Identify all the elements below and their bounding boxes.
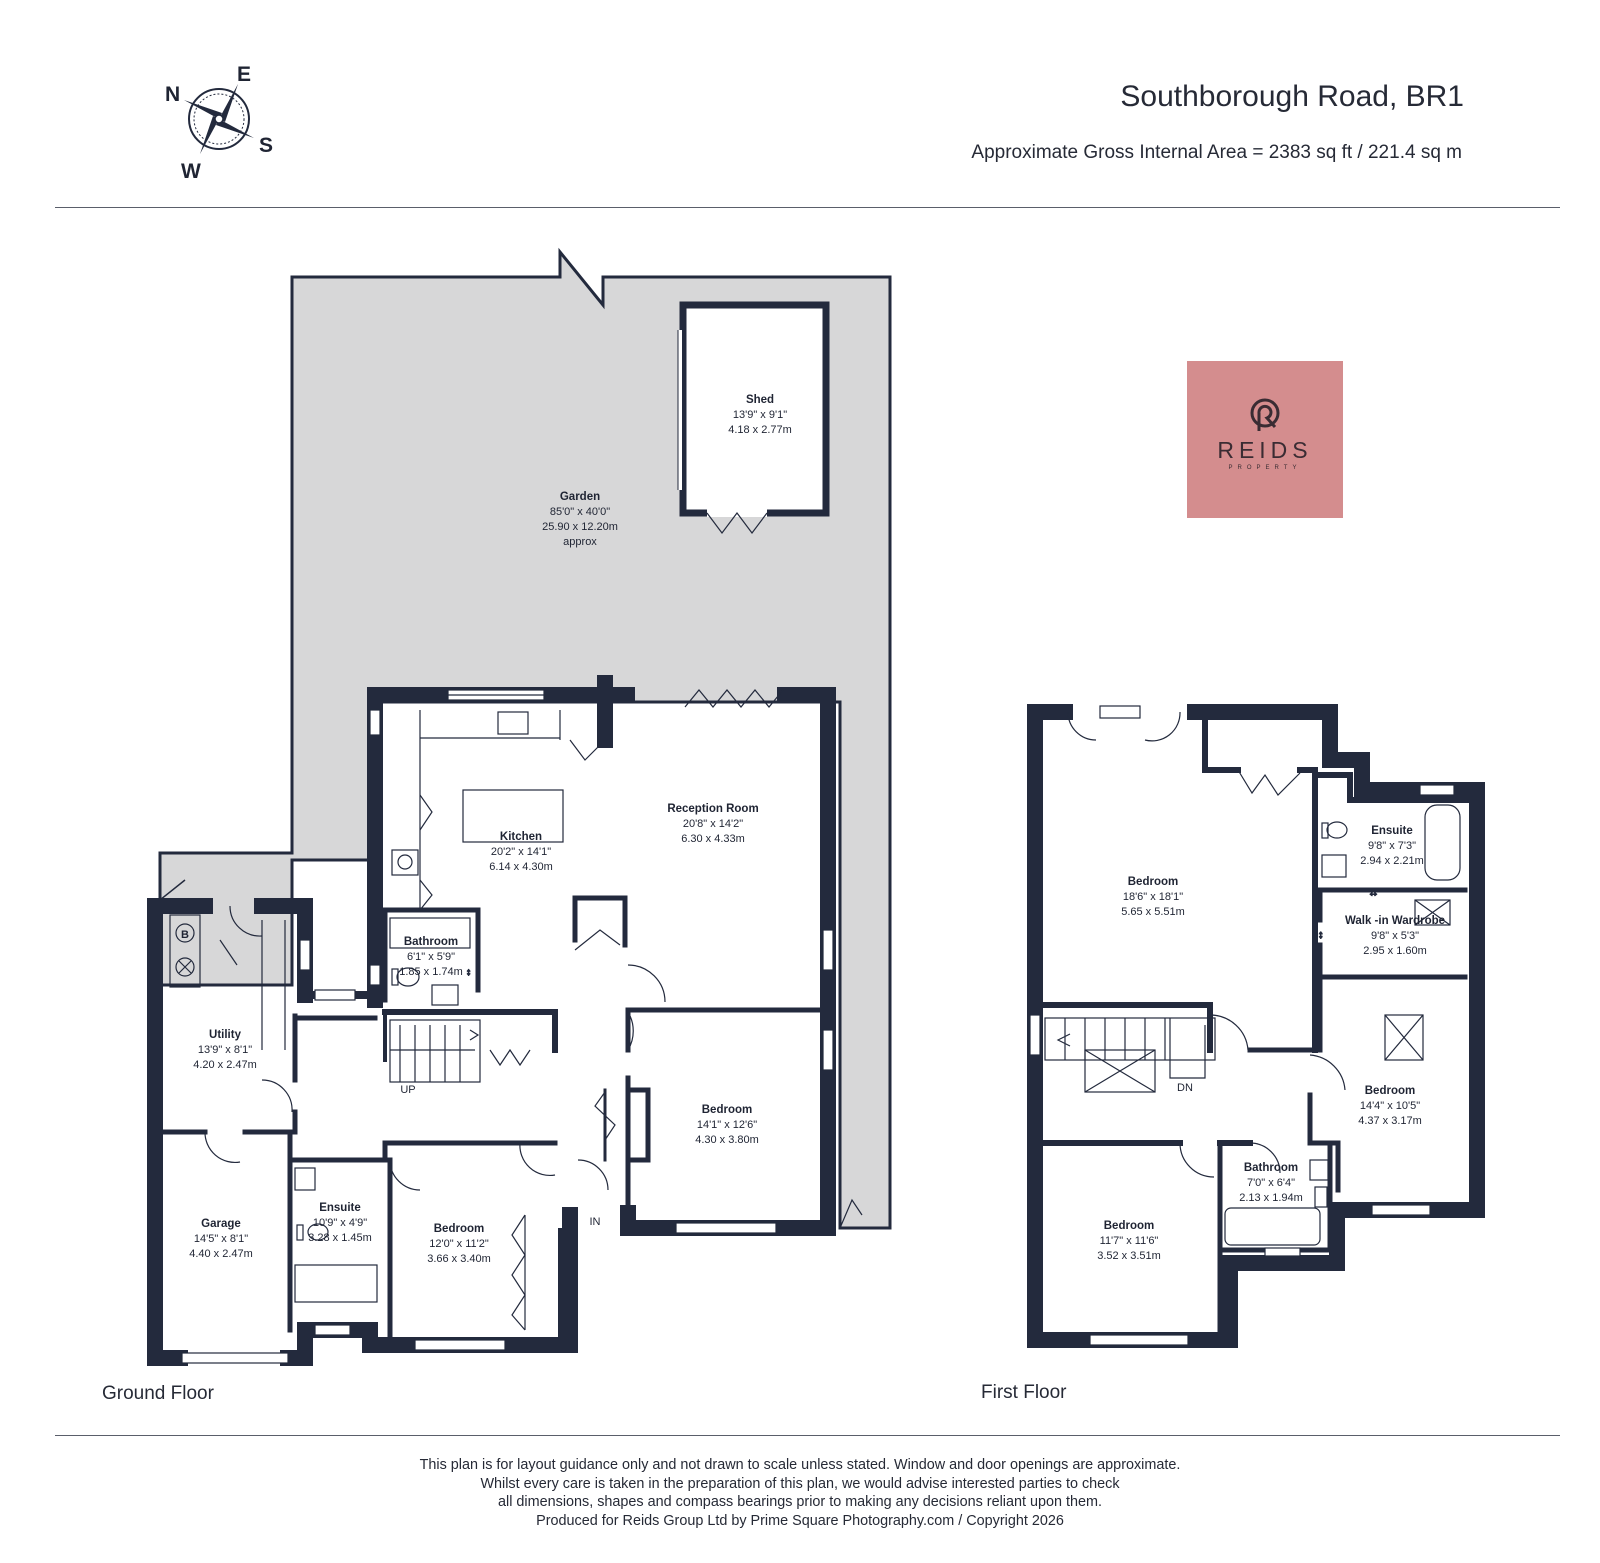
ensuite-first-metric: 2.94 x 2.21m bbox=[1360, 855, 1424, 867]
bedroom-rear-metric: 3.66 x 3.40m bbox=[427, 1253, 491, 1265]
bathroom-first-name: Bathroom bbox=[1244, 1162, 1298, 1174]
reception-imperial: 20'8" x 14'2" bbox=[683, 818, 743, 830]
first-room-labels: Bedroom 18'6" x 18'1" 5.65 x 5.51m Ensui… bbox=[1097, 825, 1445, 1262]
shed-imperial: 13'9" x 9'1" bbox=[733, 409, 787, 421]
kitchen-metric: 6.14 x 4.30m bbox=[489, 861, 553, 873]
bedroom-right-metric: 4.37 x 3.17m bbox=[1358, 1115, 1422, 1127]
ensuite-first-name: Ensuite bbox=[1371, 825, 1413, 837]
ensuite-ground-metric: 3.28 x 1.45m bbox=[308, 1232, 372, 1244]
garden-note: approx bbox=[563, 536, 597, 548]
svg-text:↕: ↕ bbox=[466, 967, 471, 978]
shed-metric: 4.18 x 2.77m bbox=[728, 424, 792, 436]
footer-divider bbox=[55, 1435, 1560, 1436]
property-title: Southborough Road, BR1 bbox=[1120, 80, 1464, 113]
ensuite-first-imperial: 9'8" x 7'3" bbox=[1368, 840, 1416, 852]
header-divider bbox=[55, 207, 1560, 208]
compass-west: W bbox=[181, 160, 201, 183]
compass-east: E bbox=[237, 63, 251, 86]
garden-name: Garden bbox=[560, 491, 600, 503]
ground-floor-label: Ground Floor bbox=[102, 1383, 214, 1404]
svg-text:↕: ↕ bbox=[1318, 929, 1324, 941]
bedroom-rear-name: Bedroom bbox=[434, 1223, 484, 1235]
bathroom-first-metric: 2.13 x 1.94m bbox=[1239, 1192, 1303, 1204]
bathroom-imperial: 6'1" x 5'9" bbox=[407, 951, 455, 963]
bathroom-first-imperial: 7'0" x 6'4" bbox=[1247, 1177, 1295, 1189]
reception-metric: 6.30 x 4.33m bbox=[681, 833, 745, 845]
first-floor-openings: ↔ ↕ bbox=[1029, 705, 1461, 1346]
garage-name: Garage bbox=[201, 1218, 241, 1230]
first-floor-label: First Floor bbox=[981, 1382, 1067, 1403]
svg-text:↔: ↔ bbox=[1368, 887, 1379, 899]
disclaimer-line: This plan is for layout guidance only an… bbox=[419, 1457, 1181, 1473]
ground-floor-walls bbox=[147, 675, 836, 1366]
gross-area: Approximate Gross Internal Area = 2383 s… bbox=[971, 142, 1462, 163]
bedroom-lower-name: Bedroom bbox=[1104, 1220, 1154, 1232]
garden-metric: 25.90 x 12.20m bbox=[542, 521, 618, 533]
compass-icon: N E S W bbox=[165, 63, 273, 183]
reception-name: Reception Room bbox=[667, 803, 758, 815]
wardrobe-imperial: 9'8" x 5'3" bbox=[1371, 930, 1419, 942]
bedroom-lower-imperial: 11'7" x 11'6" bbox=[1100, 1235, 1159, 1247]
kitchen-imperial: 20'2" x 14'1" bbox=[491, 846, 551, 858]
bedroom-lower-metric: 3.52 x 3.51m bbox=[1097, 1250, 1161, 1262]
utility-name: Utility bbox=[209, 1029, 242, 1041]
garden-imperial: 85'0" x 40'0" bbox=[550, 506, 610, 518]
bedroom-right-name: Bedroom bbox=[1365, 1085, 1415, 1097]
ground-floor-openings: ↕ bbox=[169, 689, 863, 1364]
bathroom-metric: 1.85 x 1.74m bbox=[399, 966, 463, 978]
bedroom-main-name: Bedroom bbox=[1128, 876, 1178, 888]
boiler-label: B bbox=[181, 929, 189, 941]
wardrobe-name: Walk -in Wardrobe bbox=[1345, 915, 1445, 927]
bedroom-front-metric: 4.30 x 3.80m bbox=[695, 1134, 759, 1146]
disclaimer-line: Whilst every care is taken in the prepar… bbox=[480, 1475, 1120, 1492]
first-floor-walls bbox=[1027, 704, 1485, 1348]
ground-room-labels: Garden 85'0" x 40'0" 25.90 x 12.20m appr… bbox=[181, 394, 792, 1265]
shed-outline bbox=[677, 301, 830, 534]
compass-north: N bbox=[165, 83, 180, 106]
garage-metric: 4.40 x 2.47m bbox=[189, 1248, 253, 1260]
ensuite-ground-imperial: 10'9" x 4'9" bbox=[313, 1217, 367, 1229]
shed-name: Shed bbox=[746, 394, 774, 406]
bedroom-rear-imperial: 12'0" x 11'2" bbox=[429, 1238, 489, 1250]
bathroom-name: Bathroom bbox=[404, 936, 458, 948]
bedroom-main-imperial: 18'6" x 18'1" bbox=[1123, 891, 1183, 903]
kitchen-name: Kitchen bbox=[500, 831, 542, 843]
compass-south: S bbox=[259, 134, 273, 157]
stairs-down-label: DN bbox=[1177, 1082, 1193, 1094]
bedroom-front-imperial: 14'1" x 12'6" bbox=[697, 1119, 757, 1131]
bedroom-front-name: Bedroom bbox=[702, 1104, 752, 1116]
reids-logo-mark-icon bbox=[1250, 398, 1280, 431]
entrance-label: IN bbox=[590, 1216, 601, 1228]
disclaimer: This plan is for layout guidance only an… bbox=[0, 1456, 1600, 1530]
reids-logo: REIDS PROPERTY bbox=[1187, 361, 1343, 518]
disclaimer-line: Produced for Reids Group Ltd by Prime Sq… bbox=[536, 1512, 1064, 1529]
ensuite-ground-name: Ensuite bbox=[319, 1202, 361, 1214]
utility-metric: 4.20 x 2.47m bbox=[193, 1059, 257, 1071]
bedroom-right-imperial: 14'4" x 10'5" bbox=[1360, 1100, 1420, 1112]
wardrobe-metric: 2.95 x 1.60m bbox=[1363, 945, 1427, 957]
bedroom-main-metric: 5.65 x 5.51m bbox=[1121, 906, 1185, 918]
disclaimer-line: all dimensions, shapes and compass beari… bbox=[498, 1494, 1102, 1510]
logo-subtitle: PROPERTY bbox=[1228, 465, 1302, 471]
stairs-up-label: UP bbox=[400, 1084, 415, 1096]
garage-imperial: 14'5" x 8'1" bbox=[194, 1233, 248, 1245]
utility-imperial: 13'9" x 8'1" bbox=[198, 1044, 252, 1056]
logo-brand: REIDS bbox=[1217, 437, 1313, 463]
